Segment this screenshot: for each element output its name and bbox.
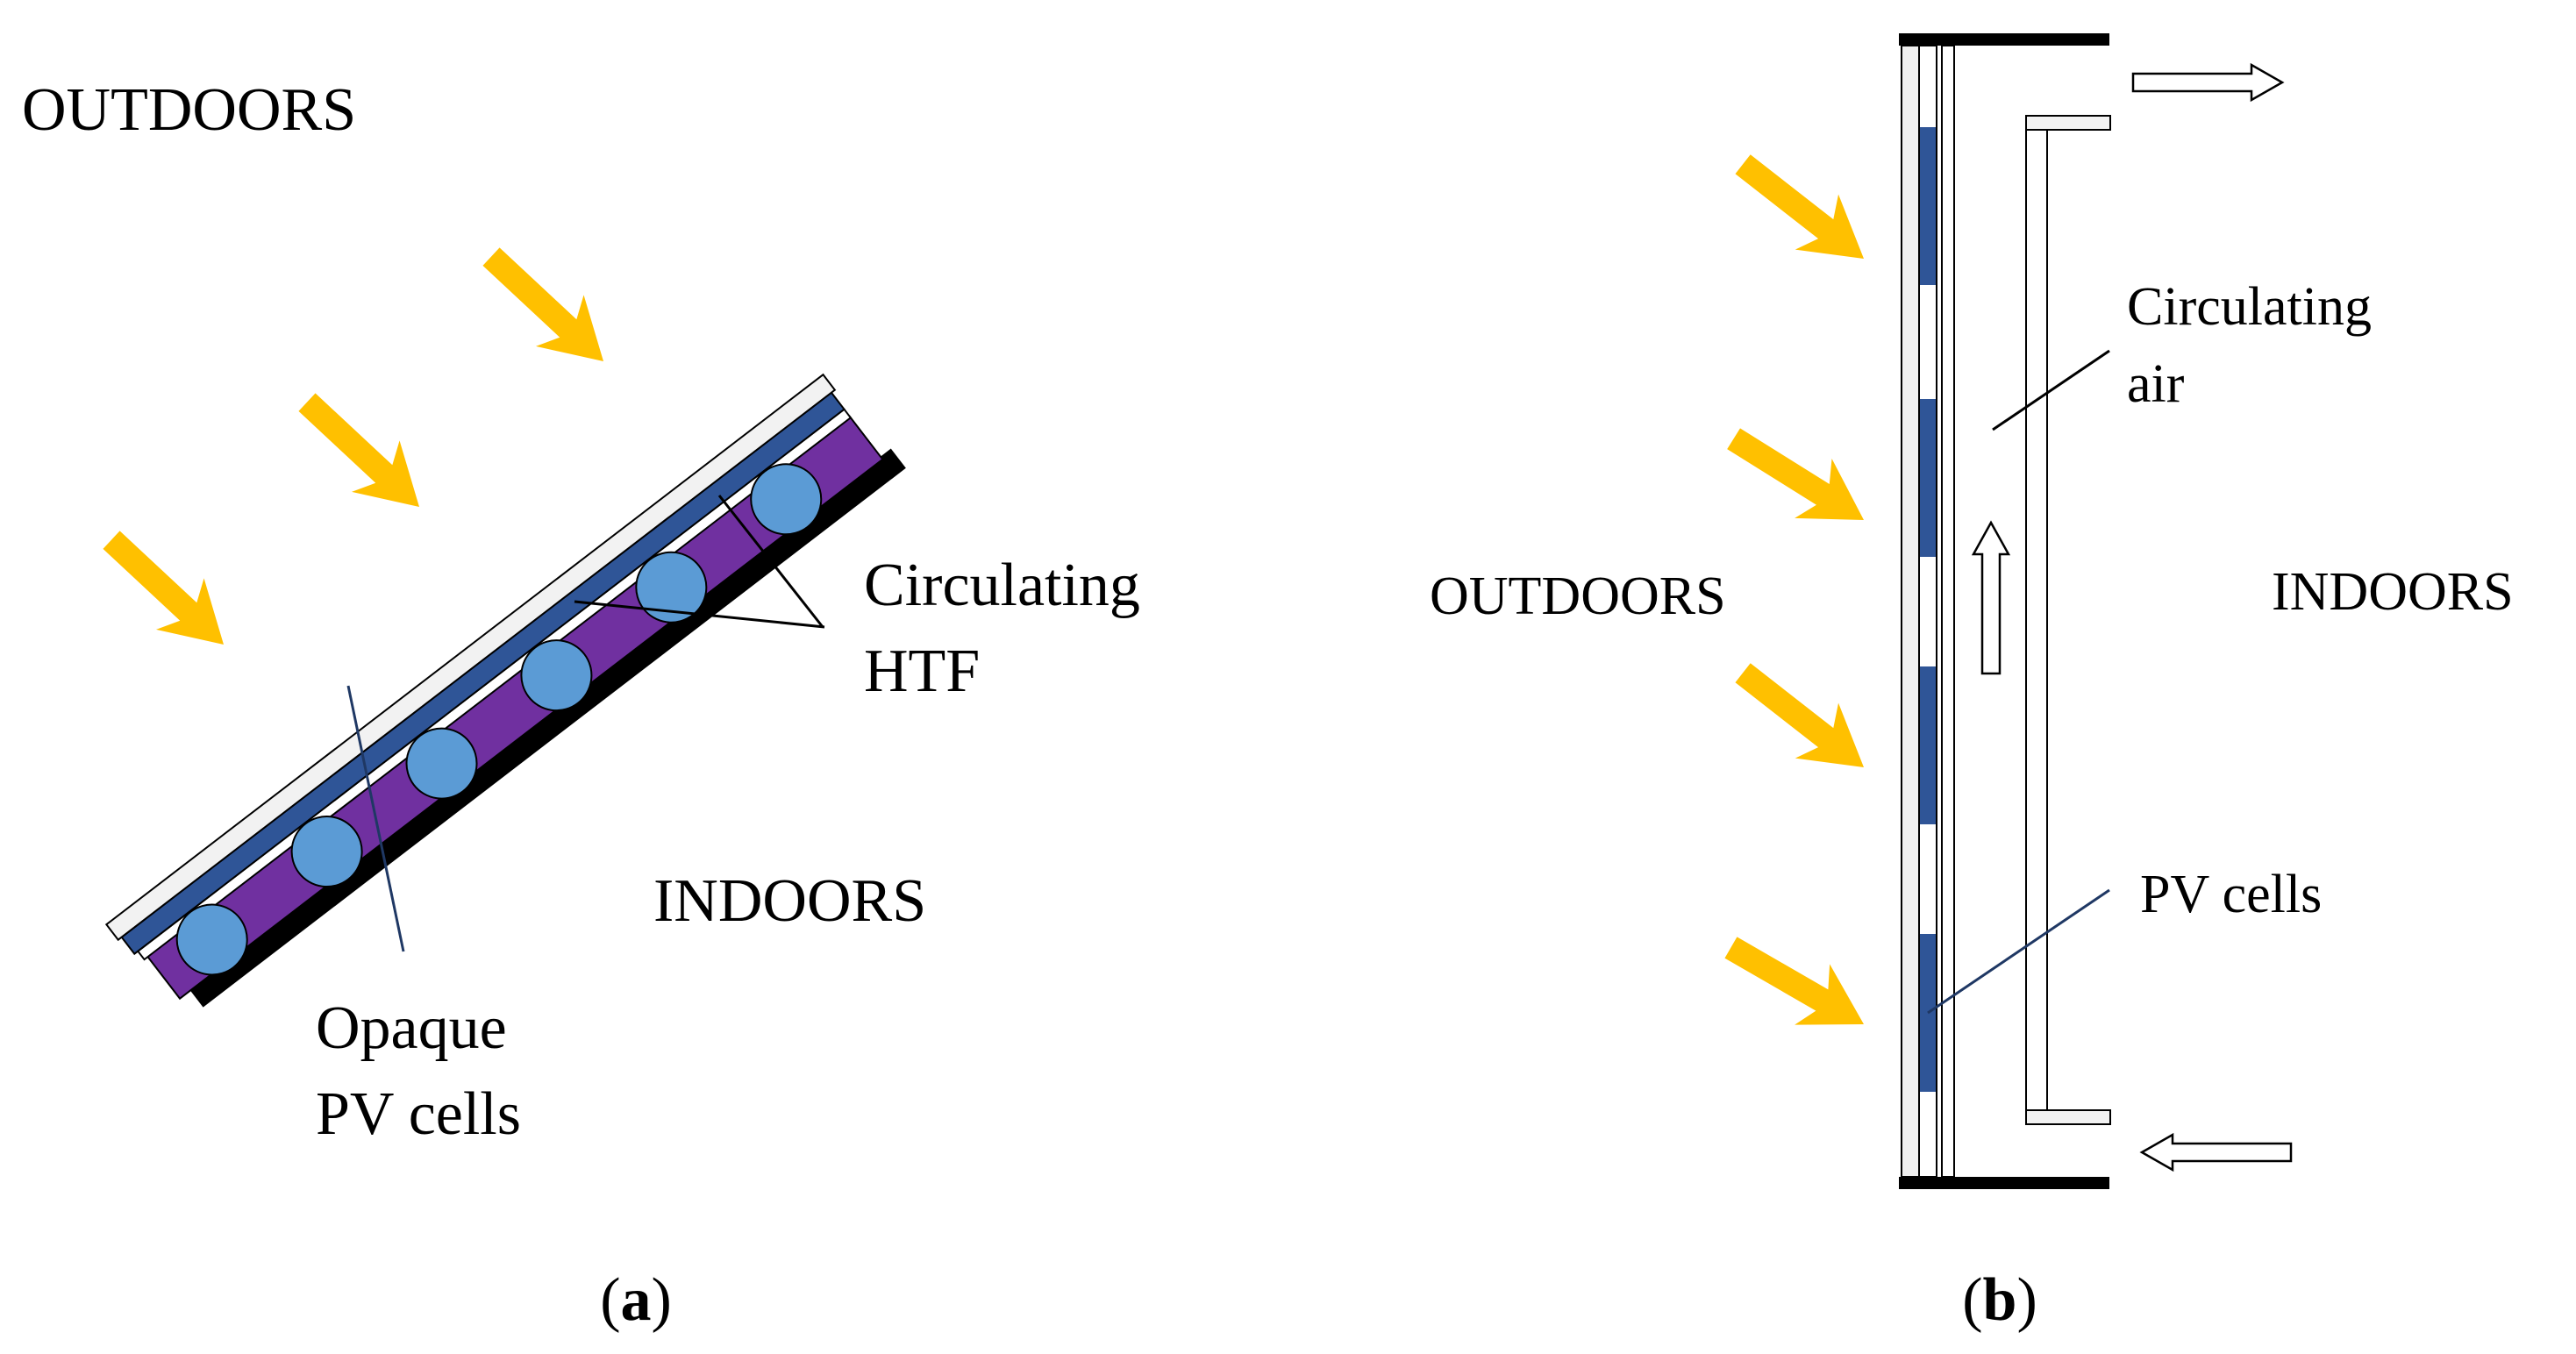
air-label-line2: air	[2127, 354, 2185, 414]
outdoors-label-b: OUTDOORS	[1430, 567, 1726, 626]
inner-glass	[1941, 45, 1955, 1178]
sun-ray-arrow-icon	[1713, 916, 1881, 1055]
sun-ray-arrow-icon	[467, 231, 628, 388]
htf-label-line1: Circulating	[864, 552, 1140, 619]
htf-tube	[520, 639, 593, 712]
htf-label-line2: HTF	[864, 638, 980, 705]
sun-ray-arrow-icon	[1715, 409, 1883, 550]
interior-wall-bottom-flange	[2025, 1109, 2111, 1125]
sun-ray-arrow-icon	[87, 514, 248, 671]
pv-leader-a	[346, 685, 405, 952]
air-flow-arrow-icon	[1971, 520, 2011, 675]
caption-b: (b)	[1962, 1266, 2037, 1334]
pv-strip	[1918, 45, 1937, 1178]
caption-letter: b	[1983, 1266, 2017, 1334]
pv-cell	[1920, 127, 1936, 285]
interior-wall	[2025, 129, 2048, 1111]
air-leader	[1992, 349, 2110, 431]
air-flow-arrow-icon	[2139, 1132, 2293, 1172]
air-flow-arrow-icon	[2131, 62, 2285, 103]
htf-leader-1	[574, 600, 825, 629]
caption-open: (	[1962, 1266, 1982, 1334]
sun-ray-arrow-icon	[1721, 136, 1886, 287]
caption-a: (a)	[600, 1266, 672, 1334]
indoors-label-a: INDOORS	[653, 867, 926, 935]
pv-cell	[1920, 666, 1936, 824]
interior-wall-top-flange	[2025, 115, 2111, 131]
pv-label-line2: PV cells	[316, 1080, 521, 1148]
htf-tube	[175, 903, 248, 976]
panel-b: OUTDOORS INDOORS Circulating air PV cell…	[1430, 33, 2514, 1334]
back-plate	[188, 448, 906, 1008]
htf-tube	[750, 463, 823, 536]
sun-ray-arrow-icon	[282, 376, 444, 533]
tilted-collector	[104, 373, 906, 1008]
air-label-line1: Circulating	[2127, 277, 2372, 337]
sun-ray-arrows-b	[1713, 136, 1886, 1055]
pv-label-line1: Opaque	[316, 994, 507, 1062]
pv-label-b: PV cells	[2140, 865, 2322, 924]
pv-leader-b	[1927, 888, 2110, 1015]
glass-cover	[104, 373, 837, 942]
htf-tubes	[175, 463, 823, 976]
top-frame-bar	[1899, 33, 2109, 46]
panel-a: OUTDOORS INDOORS Circulating HTF Opaque …	[22, 76, 1140, 1334]
htf-tube	[290, 816, 363, 888]
htf-tube	[405, 727, 478, 800]
outdoors-label-a: OUTDOORS	[22, 76, 356, 144]
indoors-label-b: INDOORS	[2272, 562, 2514, 622]
glass-layer	[1901, 45, 1920, 1178]
caption-letter: a	[621, 1266, 652, 1334]
bottom-frame-bar	[1899, 1177, 2109, 1189]
caption-close: )	[2016, 1266, 2037, 1334]
caption-open: (	[600, 1266, 620, 1334]
htf-leader-2	[717, 495, 824, 628]
caption-close: )	[652, 1266, 672, 1334]
sun-ray-arrow-icon	[1721, 645, 1886, 795]
pv-cell	[1920, 399, 1936, 557]
